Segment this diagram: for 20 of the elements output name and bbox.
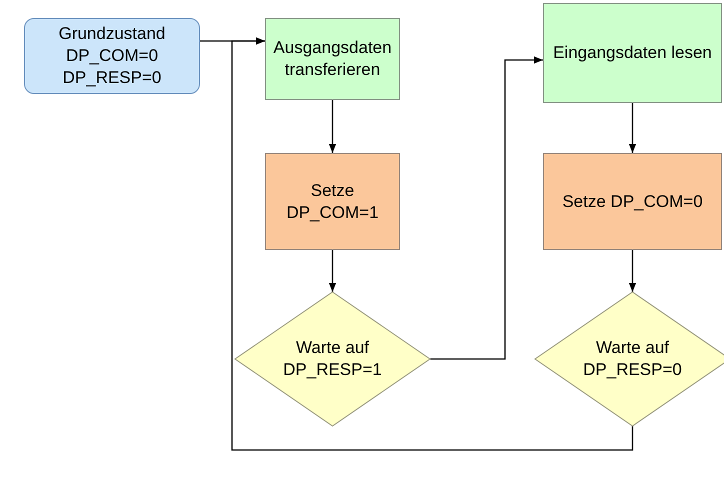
process-box <box>265 18 400 100</box>
arrow <box>628 250 636 292</box>
arrow <box>328 100 336 153</box>
node-label: Setze DP_COM=1 <box>285 180 380 224</box>
arrow <box>328 250 336 292</box>
decision-diamond <box>535 292 724 426</box>
node-label: Grundzustand DP_COM=0 DP_RESP=0 <box>58 23 166 89</box>
arrow <box>628 103 636 153</box>
start-box <box>24 18 200 94</box>
node-label: Eingangsdaten lesen <box>553 42 712 64</box>
arrow <box>231 37 634 451</box>
node-label: Warte auf DP_RESP=1 <box>282 337 383 381</box>
node-label: Setze DP_COM=0 <box>562 190 703 212</box>
process-box <box>265 153 400 250</box>
process-box <box>543 3 722 103</box>
arrow <box>430 56 543 360</box>
node-label: Ausgangsdaten transferieren <box>272 37 393 81</box>
decision-diamond <box>235 292 430 426</box>
process-box <box>543 153 722 250</box>
node-label: Warte auf DP_RESP=0 <box>582 337 683 381</box>
